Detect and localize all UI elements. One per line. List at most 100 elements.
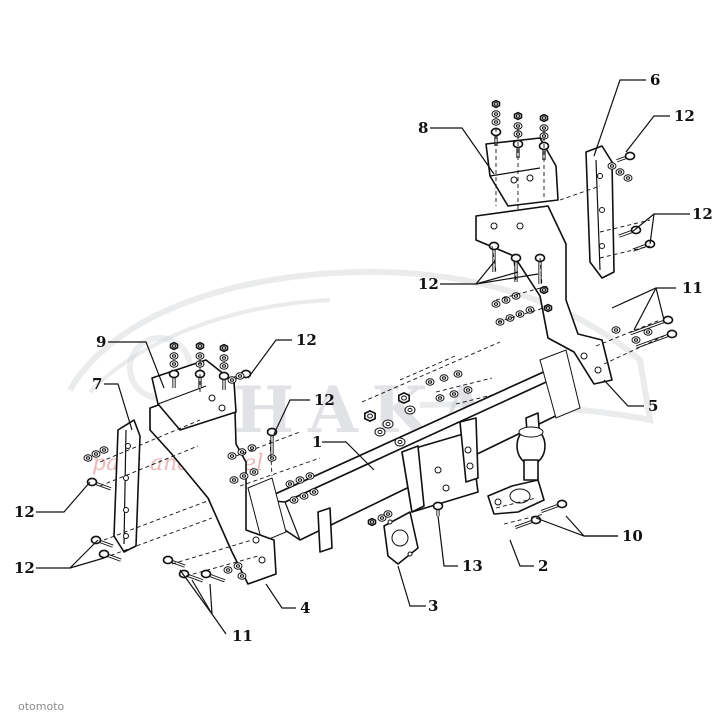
washer-hole (231, 478, 237, 482)
washer-hole (609, 164, 615, 168)
washer-hole (455, 372, 461, 376)
bolt-head (630, 225, 642, 235)
washer-hole (503, 298, 509, 302)
callout-12-left-mid: 12 (314, 391, 335, 409)
washer-hole (311, 490, 317, 494)
nut-hole (541, 288, 547, 292)
callout-12-left: 12 (14, 503, 35, 521)
nut-hole (367, 413, 373, 419)
callout-12-center: 12 (418, 275, 439, 293)
center-bracket (401, 417, 479, 513)
washer-hole (307, 474, 313, 478)
callout-11-right: 11 (682, 279, 703, 297)
bolt-head (662, 315, 674, 325)
callout-12-left-top: 12 (296, 331, 317, 349)
washer-hole (221, 364, 227, 368)
washer-hole (171, 354, 177, 358)
leader-lines (36, 79, 690, 635)
bolt-head (488, 241, 500, 251)
callout-5: 5 (648, 397, 658, 415)
bolt-head (200, 569, 212, 579)
washer-hole (301, 494, 307, 498)
callout-12-top-right: 12 (674, 107, 695, 125)
callout-7: 7 (92, 375, 102, 393)
callout-12-right: 12 (692, 205, 713, 223)
nut-hole (541, 116, 547, 120)
bolt-head (218, 371, 230, 381)
assembly-lines (99, 128, 665, 577)
washer-hole (493, 302, 499, 306)
washer-hole (237, 374, 243, 378)
washer-hole (239, 574, 245, 578)
callout-11-bottom: 11 (232, 627, 253, 645)
bolt-head (666, 329, 678, 339)
washer-hole (541, 134, 547, 138)
washer-hole (427, 380, 433, 384)
bolt-shank-core (630, 319, 669, 335)
washer-hole (229, 454, 235, 458)
nut-hole (369, 520, 375, 524)
right-outer-plate (585, 145, 615, 279)
washer-hole (379, 516, 385, 520)
bolt-head (510, 253, 522, 263)
washer-hole (633, 338, 639, 342)
nut-hole (515, 114, 521, 118)
washer-hole (451, 392, 457, 396)
washer-hole (93, 452, 99, 456)
bolt-head (432, 501, 444, 511)
washer-hole (507, 316, 513, 320)
callout-12-left-bottom: 12 (14, 559, 35, 577)
washer-hole (239, 450, 245, 454)
bolt-head (86, 477, 98, 487)
washer-hole (221, 356, 227, 360)
nut-hole (197, 344, 203, 348)
washer-hole (493, 120, 499, 124)
washer-hole (515, 132, 521, 136)
bolt-head (530, 515, 542, 525)
washer-hole (397, 439, 403, 445)
washer-hole (171, 362, 177, 366)
washer-hole (291, 498, 297, 502)
washer-hole (85, 456, 91, 460)
washer-hole (101, 448, 107, 452)
callout-labels: 1 2 3 4 5 6 7 8 9 10 11 11 12 12 12 12 1… (14, 71, 713, 645)
washer-hole (229, 378, 235, 382)
washer-hole (617, 170, 623, 174)
washer-hole (407, 407, 413, 413)
washer-hole (297, 478, 303, 482)
bolt-shank-core (636, 333, 673, 348)
callout-10: 10 (622, 527, 643, 545)
callout-6: 6 (650, 71, 660, 89)
washer-hole (613, 328, 619, 332)
callout-2: 2 (538, 557, 548, 575)
bolt-head (168, 369, 180, 379)
washer-hole (235, 564, 241, 568)
callout-9: 9 (96, 333, 106, 351)
washer-hole (385, 421, 391, 427)
washer-hole (249, 446, 255, 450)
washer-hole (441, 376, 447, 380)
washer-hole (541, 126, 547, 130)
callout-4: 4 (300, 599, 310, 617)
bolt-head (556, 499, 568, 509)
bolt-head (90, 535, 102, 545)
callout-1: 1 (312, 433, 322, 451)
washer-hole (287, 482, 293, 486)
source-credit: otomoto (18, 700, 65, 713)
washer-hole (437, 396, 443, 400)
nut-hole (221, 346, 227, 350)
nut-hole (171, 344, 177, 348)
washer-hole (625, 176, 631, 180)
washer-hole (493, 112, 499, 116)
washer-hole (385, 512, 391, 516)
bolt-head (162, 555, 174, 565)
washer-hole (465, 388, 471, 392)
washer-hole (527, 308, 533, 312)
tow-ball (487, 426, 546, 515)
socket-plate (383, 511, 419, 565)
callout-8: 8 (418, 119, 428, 137)
washer-hole (513, 294, 519, 298)
left-outer-plate (113, 419, 141, 553)
washer-hole (225, 568, 231, 572)
